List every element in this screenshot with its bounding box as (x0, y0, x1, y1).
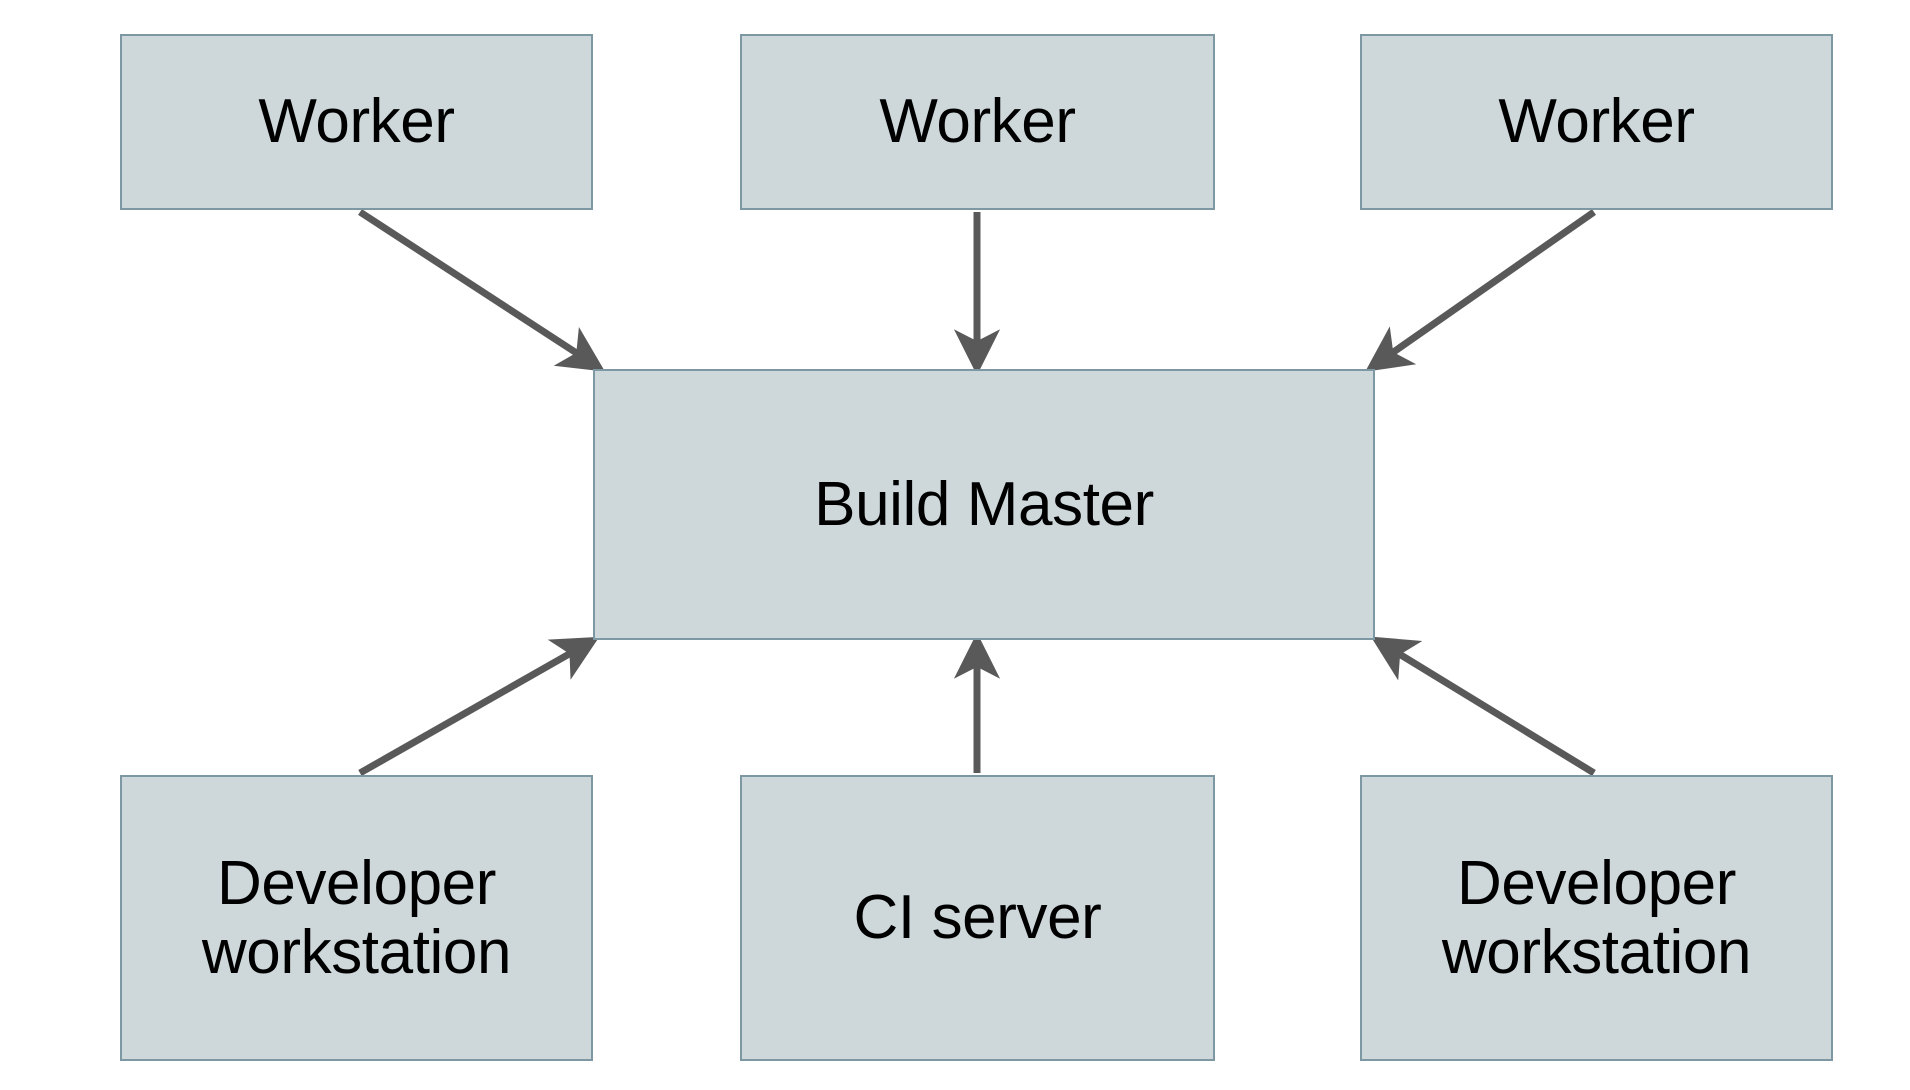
edge-dev-right-to-build-master (1370, 636, 1596, 776)
node-label: CI server (853, 883, 1102, 953)
node-worker-3[interactable]: Worker (1360, 34, 1833, 210)
node-label: Build Master (814, 469, 1154, 539)
node-label: Worker (1498, 87, 1695, 157)
node-ci-server[interactable]: CI server (740, 775, 1215, 1061)
edge-worker-1-to-build-master (358, 209, 606, 372)
node-build-master[interactable]: Build Master (593, 369, 1375, 640)
node-label: Developer workstation (1441, 848, 1752, 987)
node-worker-2[interactable]: Worker (740, 34, 1215, 210)
node-label: Worker (879, 87, 1076, 157)
edge-dev-left-to-build-master (358, 636, 600, 777)
node-worker-1[interactable]: Worker (120, 34, 593, 210)
node-developer-workstation-left[interactable]: Developer workstation (120, 775, 593, 1061)
node-developer-workstation-right[interactable]: Developer workstation (1360, 775, 1833, 1061)
edge-worker-3-to-build-master (1365, 209, 1597, 372)
node-label: Developer workstation (201, 848, 512, 987)
node-label: Worker (258, 87, 455, 157)
